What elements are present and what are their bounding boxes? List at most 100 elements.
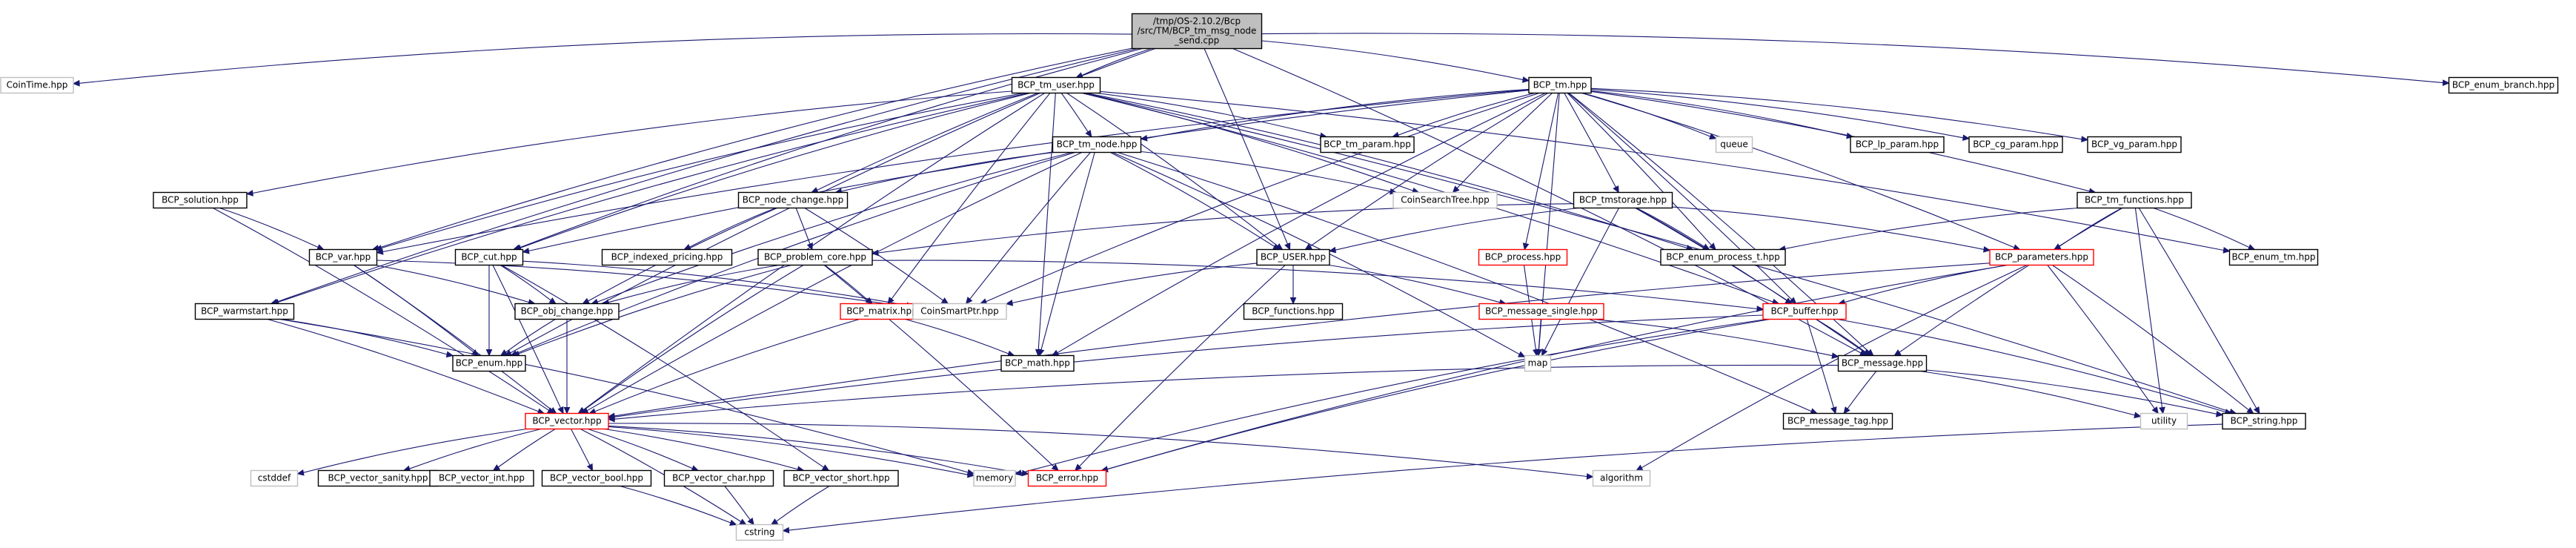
edge-obj-change-to-enum [499,319,556,357]
node-tmstorage[interactable]: BCP_tmstorage.hpp [1573,191,1673,209]
edge-arrowhead [2134,412,2142,419]
node-tm-user[interactable]: BCP_tm_user.hpp [1011,76,1101,94]
edge-tm-node-to-CoinSmartPtr [965,152,1091,305]
node-math[interactable]: BCP_math.hpp [1000,354,1075,372]
node-label: BCP_enum_tm.hpp [2232,252,2316,263]
node-message[interactable]: BCP_message.hpp [1837,354,1928,372]
node-error[interactable]: BCP_error.hpp [1027,469,1107,487]
node-solution[interactable]: BCP_solution.hpp [153,191,248,209]
node-label: /src/TM/BCP_tm_msg_node [1138,26,1257,36]
node-tm[interactable]: BCP_tm.hpp [1528,76,1592,94]
node-tm-node[interactable]: BCP_tm_node.hpp [1052,136,1142,153]
node-box [1660,248,1786,266]
edge-parameters-to-utility [2047,265,2159,415]
edge-vector-char-to-cstring [724,486,754,526]
node-message-tag[interactable]: BCP_message_tag.hpp [1782,412,1893,430]
edge-line [841,151,1055,192]
edge-buffer-to-error [1101,318,1770,472]
edge-arrowhead [1284,242,1291,251]
edge-line [213,208,550,411]
edge-problem-core-to-obj-change [602,264,780,306]
node-cg-param[interactable]: BCP_cg_param.hpp [1968,136,2063,153]
node-tm-functions[interactable]: BCP_tm_functions.hpp [2077,191,2192,209]
node-label: BCP_tm_param.hpp [1324,139,1411,150]
node-box [454,248,524,266]
edge-line [1038,93,1056,350]
node-vector-sanity[interactable]: BCP_vector_sanity.hpp [317,469,439,487]
edge-matrix-to-math [905,318,1015,357]
node-label: BCP_indexed_pricing.hpp [611,252,723,263]
edge-buffer-to-message [1816,319,1872,357]
edge-line [1107,318,1770,470]
edge-tm-to-lp-param [1590,90,1854,139]
edge-parameters-to-string [2051,265,2254,415]
edge-tm-node-to-node-change [834,151,1055,195]
node-box [1052,136,1142,153]
node-cut[interactable]: BCP_cut.hpp [454,248,524,266]
edge-line [1806,319,1835,408]
node-indexed-pricing[interactable]: BCP_indexed_pricing.hpp [601,248,733,266]
node-node-change[interactable]: BCP_node_change.hpp [737,191,849,209]
edge-tm-user-to-cut [514,92,1031,251]
node-vg-param[interactable]: BCP_vg_param.hpp [2087,136,2182,153]
node-process[interactable]: BCP_process.hpp [1478,248,1568,266]
node-enum[interactable]: BCP_enum.hpp [452,354,526,372]
edge-cut-to-enum [485,265,493,357]
node-label: BCP_enum_process_t.hpp [1666,252,1779,263]
node-tm-param[interactable]: BCP_tm_param.hpp [1320,136,1415,153]
edge-line [604,428,798,470]
node-enum-tm[interactable]: BCP_enum_tm.hpp [2228,248,2319,266]
edge-line [1309,93,1548,247]
node-functions[interactable]: BCP_functions.hpp [1243,303,1344,320]
node-vector-char[interactable]: BCP_vector_char.hpp [663,469,774,487]
edge-arrowhead [2151,406,2159,415]
node-label: BCP_cg_param.hpp [1973,139,2058,150]
node-USER[interactable]: BCP_USER.hpp [1256,248,1330,266]
edge-layer [72,33,2450,534]
edge-vector-to-vector-sanity [402,428,542,472]
edge-root-to-node-change [810,47,1155,194]
edge-line [1590,90,2090,192]
node-message-single[interactable]: BCP_message_single.hpp [1478,303,1604,320]
edge-line [505,319,556,353]
node-vector-bool[interactable]: BCP_vector_bool.hpp [541,469,652,487]
edge-line [382,89,1530,253]
node-box [1528,76,1592,94]
node-var[interactable]: BCP_var.hpp [308,248,378,266]
edge-line [1083,92,2231,412]
edge-arrowhead [563,407,571,415]
node-enum-process-t[interactable]: BCP_enum_process_t.hpp [1660,248,1786,266]
edge-tm-functions-to-enum-process-t [1778,207,2079,252]
edge-message-to-message-tag [1843,371,1877,415]
node-label: BCP_node_change.hpp [743,195,843,205]
edge-tm-node-to-vector [581,152,1083,415]
node-label: BCP_obj_change.hpp [521,306,614,317]
edge-arrowhead [1005,300,1014,306]
edge-line [608,264,780,303]
node-vector-short[interactable]: BCP_vector_short.hpp [783,469,899,487]
node-matrix[interactable]: BCP_matrix.hpp [840,303,924,320]
node-label: algorithm [1600,473,1643,483]
node-vector-int[interactable]: BCP_vector_int.hpp [429,469,534,487]
node-problem-core[interactable]: BCP_problem_core.hpp [757,248,873,266]
node-buffer[interactable]: BCP_buffer.hpp [1762,303,1847,320]
edge-node-change-to-problem-core [795,208,813,251]
node-root[interactable]: /tmp/OS-2.10.2/Bcp/src/TM/BCP_tm_msg_nod… [1131,13,1263,50]
node-lp-param[interactable]: BCP_lp_param.hpp [1850,136,1945,153]
node-layer: /tmp/OS-2.10.2/Bcp/src/TM/BCP_tm_msg_nod… [0,13,2559,541]
node-warmstart[interactable]: BCP_warmstart.hpp [194,303,295,320]
edge-line [2047,265,2155,409]
edge-cut-to-CoinSmartPtr [522,260,914,309]
node-label: queue [1720,139,1748,150]
node-string[interactable]: BCP_string.hpp [2222,412,2306,430]
edge-arrowhead [1522,242,1530,251]
node-label: BCP_message_tag.hpp [1787,416,1888,426]
node-parameters[interactable]: BCP_parameters.hpp [1989,248,2094,266]
edge-line [1146,88,1530,139]
node-obj-change[interactable]: BCP_obj_change.hpp [514,303,620,320]
node-vector[interactable]: BCP_vector.hpp [525,412,609,430]
edge-line [1785,207,2079,249]
node-enum-branch[interactable]: BCP_enum_branch.hpp [2448,76,2559,94]
edge-obj-change-to-vector [563,319,571,415]
